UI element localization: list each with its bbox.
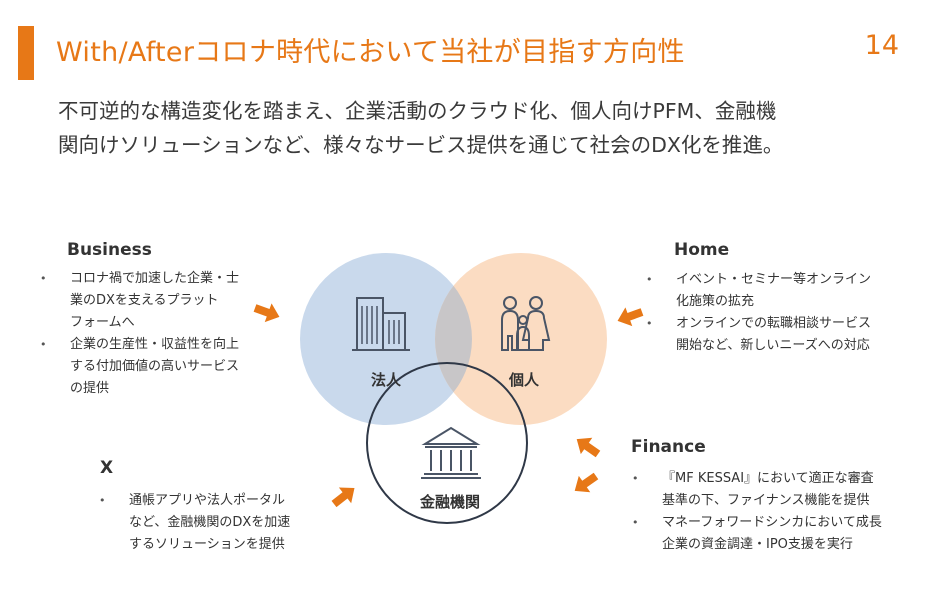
financial-label: 金融機関	[419, 493, 480, 511]
arrow-home	[617, 307, 644, 327]
list-item: マネーフォワードシンカにおいて成長 企業の資金調達・IPO支援を実行	[630, 512, 930, 556]
page-title: With/Afterコロナ時代において当社が目指す方向性	[56, 37, 685, 68]
business-list: コロナ禍で加速した企業・士 業のDXを支えるプラット フォームへ 企業の生産性・…	[38, 268, 278, 400]
list-item: オンラインでの転職相談サービス 開始など、新しいニーズへの対応	[644, 313, 914, 357]
lead-text: 不可逆的な構造変化を踏まえ、企業活動のクラウド化、個人向けPFM、金融機 関向け…	[58, 94, 928, 162]
arrow-finance-upper	[576, 437, 601, 458]
lead-line-1: 不可逆的な構造変化を踏まえ、企業活動のクラウド化、個人向けPFM、金融機	[58, 99, 777, 123]
arrow-finance-lower	[574, 472, 599, 493]
individual-circle	[435, 253, 607, 425]
financial-circle	[366, 362, 528, 524]
building-icon	[352, 297, 410, 351]
list-item: 通帳アプリや法人ポータル など、金融機関のDXを加速 するソリューションを提供	[97, 490, 327, 556]
family-icon	[501, 296, 551, 351]
corporate-circle	[300, 253, 472, 425]
business-title: Business	[67, 240, 152, 260]
list-item: コロナ禍で加速した企業・士 業のDXを支えるプラット フォームへ	[38, 268, 278, 334]
list-item: 企業の生産性・収益性を向上 する付加価値の高いサービス の提供	[38, 334, 278, 400]
lead-line-2: 関向けソリューションなど、様々なサービス提供を通じて社会のDX化を推進。	[58, 133, 784, 157]
arrow-x	[331, 487, 355, 508]
title-accent-bar	[18, 26, 34, 80]
finance-title: Finance	[631, 437, 706, 457]
finance-list: 『MF KESSAI』において適正な審査 基準の下、ファイナンス機能を提供 マネ…	[630, 468, 930, 556]
x-list: 通帳アプリや法人ポータル など、金融機関のDXを加速 するソリューションを提供	[97, 490, 327, 556]
individual-label: 個人	[508, 371, 539, 389]
page-number: 14	[864, 30, 899, 61]
bank-icon	[421, 426, 481, 479]
corporate-label: 法人	[370, 371, 401, 389]
home-list: イベント・セミナー等オンライン 化施策の拡充 オンラインでの転職相談サービス 開…	[644, 269, 914, 357]
x-title: X	[100, 458, 114, 478]
list-item: 『MF KESSAI』において適正な審査 基準の下、ファイナンス機能を提供	[630, 468, 930, 512]
list-item: イベント・セミナー等オンライン 化施策の拡充	[644, 269, 914, 313]
home-title: Home	[674, 240, 730, 260]
